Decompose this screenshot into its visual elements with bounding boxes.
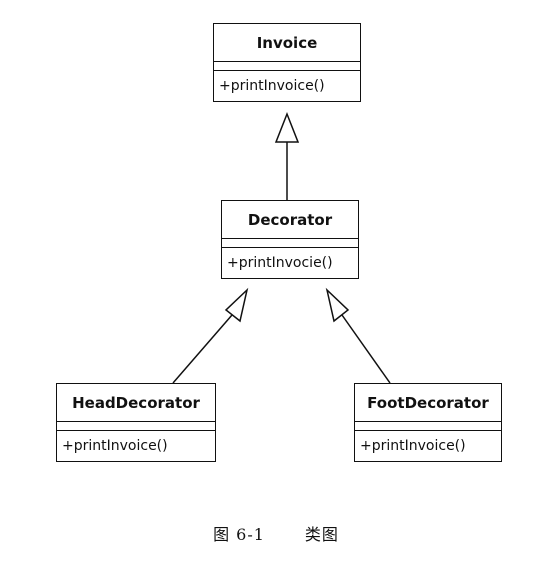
figure-caption: 图 6-1 类图: [0, 521, 552, 545]
operation: +printInvoice(): [360, 438, 466, 454]
attributes-compartment: [214, 62, 360, 71]
operation: +printInvoice(): [62, 438, 168, 454]
attributes-compartment: [57, 422, 215, 431]
inheritance-arrow-decorator-left: [224, 287, 249, 323]
inheritance-arrow-invoice: [274, 111, 300, 143]
class-name: HeadDecorator: [57, 384, 215, 422]
class-foot-decorator: FootDecorator +printInvoice(): [354, 383, 502, 462]
class-head-decorator: HeadDecorator +printInvoice(): [56, 383, 216, 462]
operation: +printInvoice(): [219, 78, 325, 94]
attributes-compartment: [222, 239, 358, 248]
class-name: FootDecorator: [355, 384, 501, 422]
attributes-compartment: [355, 422, 501, 431]
class-decorator: Decorator +printInvocie(): [221, 200, 359, 279]
operation: +printInvocie(): [227, 255, 333, 271]
figure-title: 类图: [304, 525, 339, 544]
inheritance-arrow-decorator-right: [325, 287, 350, 323]
class-name: Invoice: [214, 24, 360, 62]
figure-number: 图 6-1: [213, 525, 265, 544]
class-invoice: Invoice +printInvoice(): [213, 23, 361, 102]
generalization-head-decorator: [172, 314, 233, 384]
class-name: Decorator: [222, 201, 358, 239]
generalization-foot-decorator: [341, 314, 391, 384]
